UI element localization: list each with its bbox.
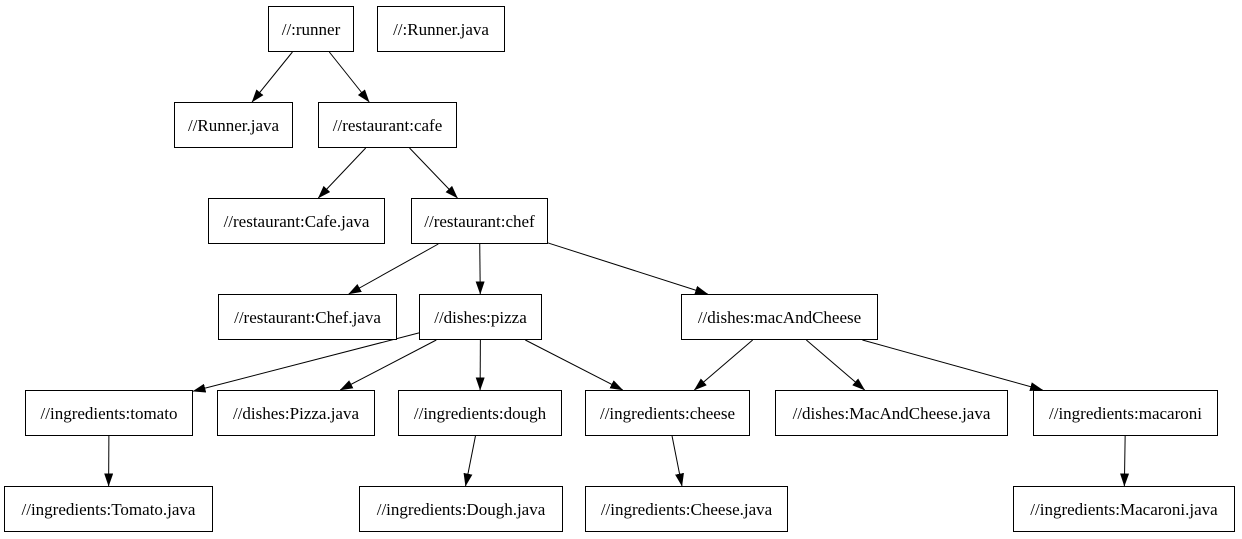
graph-edge-pizza-cheese bbox=[525, 339, 624, 391]
graph-node-runner_java: //Runner.java bbox=[174, 102, 293, 148]
node-label: //Runner.java bbox=[187, 115, 280, 135]
graph-edge-pizza-tomato bbox=[192, 332, 420, 393]
graph-node-macaroni: //ingredients:macaroni bbox=[1033, 390, 1218, 436]
graph-edge-dough-dough_java bbox=[463, 435, 476, 487]
node-label: //ingredients:Tomato.java bbox=[21, 499, 196, 519]
graph-node-dough: //ingredients:dough bbox=[398, 390, 562, 436]
node-label: //ingredients:cheese bbox=[599, 403, 735, 423]
node-label: //ingredients:dough bbox=[413, 403, 547, 423]
graph-edge-runner-cafe bbox=[328, 51, 370, 103]
node-label: //ingredients:Cheese.java bbox=[600, 499, 773, 519]
node-label: //dishes:macAndCheese bbox=[697, 307, 862, 327]
graph-edge-macandcheese-macaroni bbox=[862, 339, 1044, 391]
graph-node-cafe_java: //restaurant:Cafe.java bbox=[208, 198, 385, 244]
node-label: //dishes:MacAndCheese.java bbox=[792, 403, 991, 423]
node-label: //:runner bbox=[281, 19, 341, 39]
graph-edge-chef-pizza bbox=[475, 243, 485, 295]
graph-edge-runner-runner_java bbox=[251, 51, 293, 103]
graph-node-macaroni_java: //ingredients:Macaroni.java bbox=[1013, 486, 1235, 532]
node-label: //restaurant:cafe bbox=[332, 115, 443, 135]
node-label: //restaurant:Cafe.java bbox=[223, 211, 370, 231]
node-label: //ingredients:tomato bbox=[40, 403, 178, 423]
graph-node-chef_java: //restaurant:Chef.java bbox=[218, 294, 397, 340]
graph-edge-chef-chef_java bbox=[348, 243, 439, 295]
node-label: //ingredients:Dough.java bbox=[376, 499, 546, 519]
graph-node-cheese_java: //ingredients:Cheese.java bbox=[585, 486, 788, 532]
graph-edge-macandcheese-macandcheese_java bbox=[806, 339, 866, 391]
node-label: //ingredients:macaroni bbox=[1049, 403, 1202, 423]
graph-edge-cheese-cheese_java bbox=[671, 435, 684, 487]
graph-node-dough_java: //ingredients:Dough.java bbox=[359, 486, 563, 532]
graph-edge-macandcheese-cheese bbox=[693, 339, 753, 391]
graph-node-pizza: //dishes:pizza bbox=[419, 294, 542, 340]
graph-node-runner: //:runner bbox=[268, 6, 354, 52]
graph-edge-pizza-pizza_java bbox=[339, 339, 437, 391]
node-label: //ingredients:Macaroni.java bbox=[1030, 499, 1218, 519]
graph-node-chef: //restaurant:chef bbox=[411, 198, 548, 244]
node-label: //:Runner.java bbox=[393, 19, 489, 39]
graph-node-macandcheese: //dishes:macAndCheese bbox=[681, 294, 878, 340]
graph-edge-cafe-chef bbox=[409, 147, 458, 199]
graph-node-cafe: //restaurant:cafe bbox=[318, 102, 457, 148]
graph-edge-cafe-cafe_java bbox=[317, 147, 367, 199]
graph-node-tomato: //ingredients:tomato bbox=[25, 390, 193, 436]
node-label: //dishes:Pizza.java bbox=[232, 403, 360, 423]
graph-node-pizza_java: //dishes:Pizza.java bbox=[217, 390, 375, 436]
graph-node-cheese: //ingredients:cheese bbox=[585, 390, 750, 436]
graph-node-tomato_java: //ingredients:Tomato.java bbox=[4, 486, 213, 532]
node-label: //restaurant:chef bbox=[424, 211, 535, 231]
node-label: //dishes:pizza bbox=[434, 307, 527, 327]
node-label: //restaurant:Chef.java bbox=[234, 307, 381, 327]
graph-edge-macaroni-macaroni_java bbox=[1120, 435, 1130, 487]
graph-edge-chef-macandcheese bbox=[547, 242, 709, 295]
graph-node-macandcheese_java: //dishes:MacAndCheese.java bbox=[775, 390, 1008, 436]
graph-node-runner_java_file: //:Runner.java bbox=[377, 6, 505, 52]
